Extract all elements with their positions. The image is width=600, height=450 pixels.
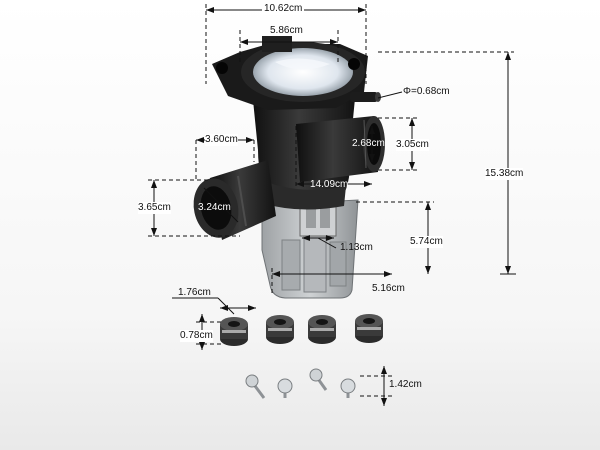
label-center-span: 14.09cm bbox=[310, 179, 349, 190]
label-left-outlet-height: 3.65cm bbox=[138, 202, 171, 214]
left-outlet-pipe bbox=[193, 160, 276, 240]
label-screw-height: 1.42cm bbox=[389, 379, 422, 390]
screw-1 bbox=[245, 374, 266, 399]
hose-nipple bbox=[350, 92, 381, 102]
screw-2 bbox=[277, 378, 293, 398]
label-grommet-thickness: 0.78cm bbox=[180, 330, 213, 342]
label-left-outlet-inner: 3.24cm bbox=[198, 202, 231, 213]
label-motor-height: 5.74cm bbox=[410, 236, 443, 248]
label-base-width: 5.16cm bbox=[372, 283, 405, 294]
top-flange bbox=[212, 36, 368, 110]
rubber-grommets bbox=[220, 314, 383, 346]
grommet-4 bbox=[355, 314, 383, 343]
label-grommet-width: 1.76cm bbox=[178, 287, 211, 298]
label-connector-width: 1.13cm bbox=[340, 242, 373, 253]
label-width-total: 10.62cm bbox=[262, 3, 305, 15]
dimension-arrowheads bbox=[151, 7, 511, 406]
label-height-total: 15.38cm bbox=[485, 168, 524, 180]
grommet-3 bbox=[308, 315, 336, 344]
mounting-screws bbox=[245, 368, 356, 399]
label-right-inlet-inner: 2.68cm bbox=[352, 138, 385, 149]
right-inlet-pipe bbox=[296, 116, 385, 182]
impeller-window bbox=[253, 48, 353, 96]
label-right-inlet-outer: 3.05cm bbox=[396, 139, 429, 151]
label-hose-diameter: Φ=0.68cm bbox=[403, 86, 450, 97]
grommet-2 bbox=[266, 315, 294, 344]
label-top-ring: 5.86cm bbox=[270, 25, 303, 36]
screw-3 bbox=[309, 368, 328, 391]
grommet-1 bbox=[220, 317, 248, 346]
label-left-outlet-length: 3.60cm bbox=[205, 134, 238, 146]
screw-4 bbox=[340, 378, 356, 398]
